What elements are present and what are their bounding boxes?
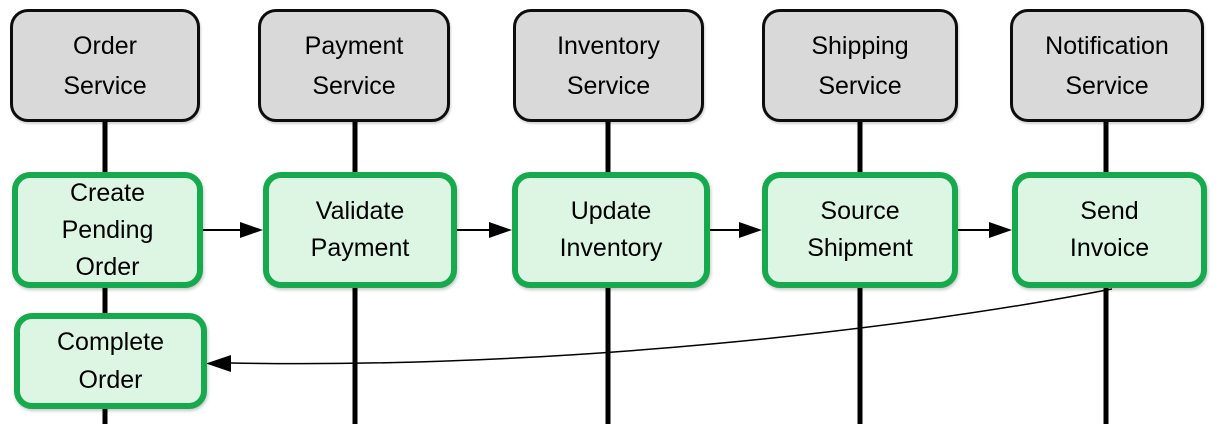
- step-box-update-inventory: Update Inventory: [512, 172, 710, 288]
- service-label: Order: [73, 31, 137, 60]
- step-box-source-shipment: Source Shipment: [762, 172, 958, 288]
- service-label: Service: [63, 71, 147, 100]
- step-label: Update: [570, 197, 652, 225]
- step-box-complete-order: Complete Order: [14, 313, 207, 409]
- step-box-create-pending-order: Create Pending Order: [12, 172, 203, 288]
- service-box-shipping: Shipping Service: [762, 9, 958, 122]
- step-label: Shipment: [807, 234, 913, 262]
- service-label: Notification: [1045, 31, 1169, 60]
- step-label: Pending: [61, 215, 154, 244]
- service-label: Shipping: [811, 31, 909, 60]
- service-label: Service: [1065, 71, 1149, 100]
- step-label: Payment: [310, 234, 410, 262]
- service-box-order: Order Service: [10, 9, 200, 122]
- step-label: Create: [69, 178, 146, 207]
- arrowhead-source-to-send: [989, 222, 1012, 238]
- service-label: Service: [312, 71, 396, 100]
- arrow-send-invoice-to-complete-order: [230, 288, 1113, 365]
- arrowhead-validate-to-update: [489, 222, 512, 238]
- step-label: Invoice: [1069, 234, 1150, 262]
- arrowhead-send-invoice-to-complete-order: [206, 355, 231, 372]
- step-box-validate-payment: Validate Payment: [263, 172, 457, 288]
- step-label: Validate: [315, 197, 405, 225]
- service-label: Service: [818, 71, 902, 100]
- service-box-notification: Notification Service: [1010, 9, 1204, 122]
- step-label: Complete: [57, 328, 164, 356]
- step-label: Source: [820, 197, 900, 225]
- arrowhead-create-to-validate: [240, 222, 263, 238]
- service-label: Inventory: [557, 31, 660, 60]
- service-box-inventory: Inventory Service: [513, 9, 704, 122]
- step-box-send-invoice: Send Invoice: [1012, 172, 1207, 288]
- step-label: Order: [78, 366, 143, 394]
- step-label: Order: [75, 252, 140, 281]
- service-label: Payment: [304, 31, 404, 60]
- service-box-payment: Payment Service: [258, 9, 450, 122]
- step-label: Send: [1080, 197, 1139, 225]
- arrowhead-update-to-source: [739, 222, 762, 238]
- service-label: Service: [566, 71, 651, 100]
- step-label: Inventory: [559, 234, 663, 262]
